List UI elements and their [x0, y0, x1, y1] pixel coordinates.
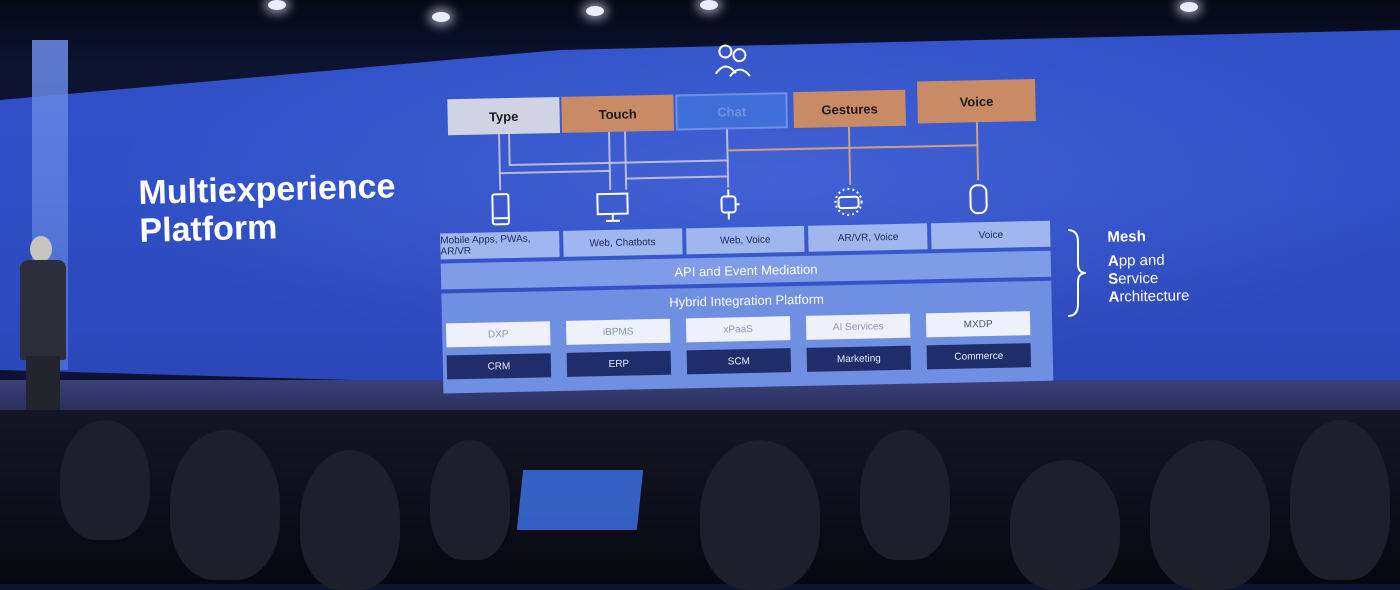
endpoint-label: Web, Voice — [686, 226, 805, 254]
mesh-initial: A — [1108, 253, 1119, 270]
channel-label: Voice — [959, 93, 993, 109]
audience-head — [700, 440, 820, 590]
smartwatch-icon — [711, 187, 746, 222]
service-box: AI Services — [806, 314, 910, 340]
mesh-initial: A — [1108, 289, 1119, 306]
business-box: Marketing — [807, 346, 911, 372]
ceiling-light — [268, 0, 286, 10]
connector-line — [625, 175, 729, 179]
channel-label: Chat — [717, 104, 746, 120]
endpoint-label: AR/VR, Voice — [808, 223, 927, 251]
title-line-2: Platform — [139, 204, 440, 250]
connector-line — [726, 129, 729, 187]
audience-head — [300, 450, 400, 590]
ceiling-light — [700, 0, 718, 10]
channel-label: Touch — [598, 106, 636, 122]
mesh-word: rchitecture — [1119, 287, 1189, 305]
channel-voice: Voice — [917, 79, 1036, 123]
monitor-icon — [595, 190, 630, 225]
connector-line — [976, 122, 979, 180]
users-icon — [712, 43, 753, 78]
service-box: DXP — [446, 321, 550, 347]
endpoint-label: Web, Chatbots — [563, 228, 682, 256]
service-box: MXDP — [926, 311, 1030, 337]
service-box: iBPMS — [566, 319, 670, 345]
slide-title: Multiexperience Platform — [138, 166, 440, 250]
audience-head — [1010, 460, 1120, 590]
architecture-diagram: Type Touch Chat Gestures Voice — [427, 48, 1074, 401]
business-box: Commerce — [927, 343, 1031, 369]
audience — [0, 410, 1400, 584]
connector-line — [848, 127, 851, 185]
business-box: CRM — [447, 353, 551, 379]
audience-head — [170, 430, 280, 580]
audience-head — [1150, 440, 1270, 590]
ceiling-light — [1180, 2, 1198, 12]
audience-head — [860, 430, 950, 560]
channel-gestures: Gestures — [793, 90, 906, 128]
channel-label: Gestures — [821, 101, 878, 117]
connector-line — [498, 134, 501, 190]
endpoint-label: Voice — [931, 221, 1050, 249]
connector-line — [508, 134, 511, 164]
mesh-initial: S — [1108, 271, 1118, 288]
service-box: xPaaS — [686, 316, 790, 342]
connector-line — [499, 170, 611, 174]
audience-head — [430, 440, 510, 560]
title-line-1: Multiexperience — [138, 166, 439, 212]
vr-headset-icon — [831, 185, 866, 220]
ceiling-light — [586, 6, 604, 16]
mesh-heading: Mesh — [1107, 228, 1146, 246]
smartphone-icon — [483, 192, 518, 227]
audience-head — [60, 420, 150, 540]
connector-line — [728, 144, 978, 151]
curly-brace-icon — [1066, 228, 1088, 318]
ceiling-light — [432, 12, 450, 22]
presenter-body — [20, 260, 66, 360]
business-box: ERP — [567, 351, 671, 377]
mesh-app-service-architecture: Mesh App and Service Architecture — [1107, 227, 1189, 306]
audience-head — [1290, 420, 1390, 580]
channel-type: Type — [447, 97, 560, 135]
business-box: SCM — [687, 348, 791, 374]
presenter — [14, 236, 72, 426]
endpoint-label: Mobile Apps, PWAs, AR/VR — [440, 231, 559, 259]
channel-chat: Chat — [675, 92, 788, 130]
mesh-word: ervice — [1118, 270, 1158, 288]
connector-line — [509, 159, 729, 166]
mesh-word: pp and — [1119, 252, 1165, 270]
channel-label: Type — [489, 108, 519, 124]
smart-speaker-icon — [961, 182, 996, 217]
presenter-head — [30, 236, 52, 262]
audience-phone-screen — [517, 470, 643, 530]
channel-touch: Touch — [561, 95, 674, 133]
